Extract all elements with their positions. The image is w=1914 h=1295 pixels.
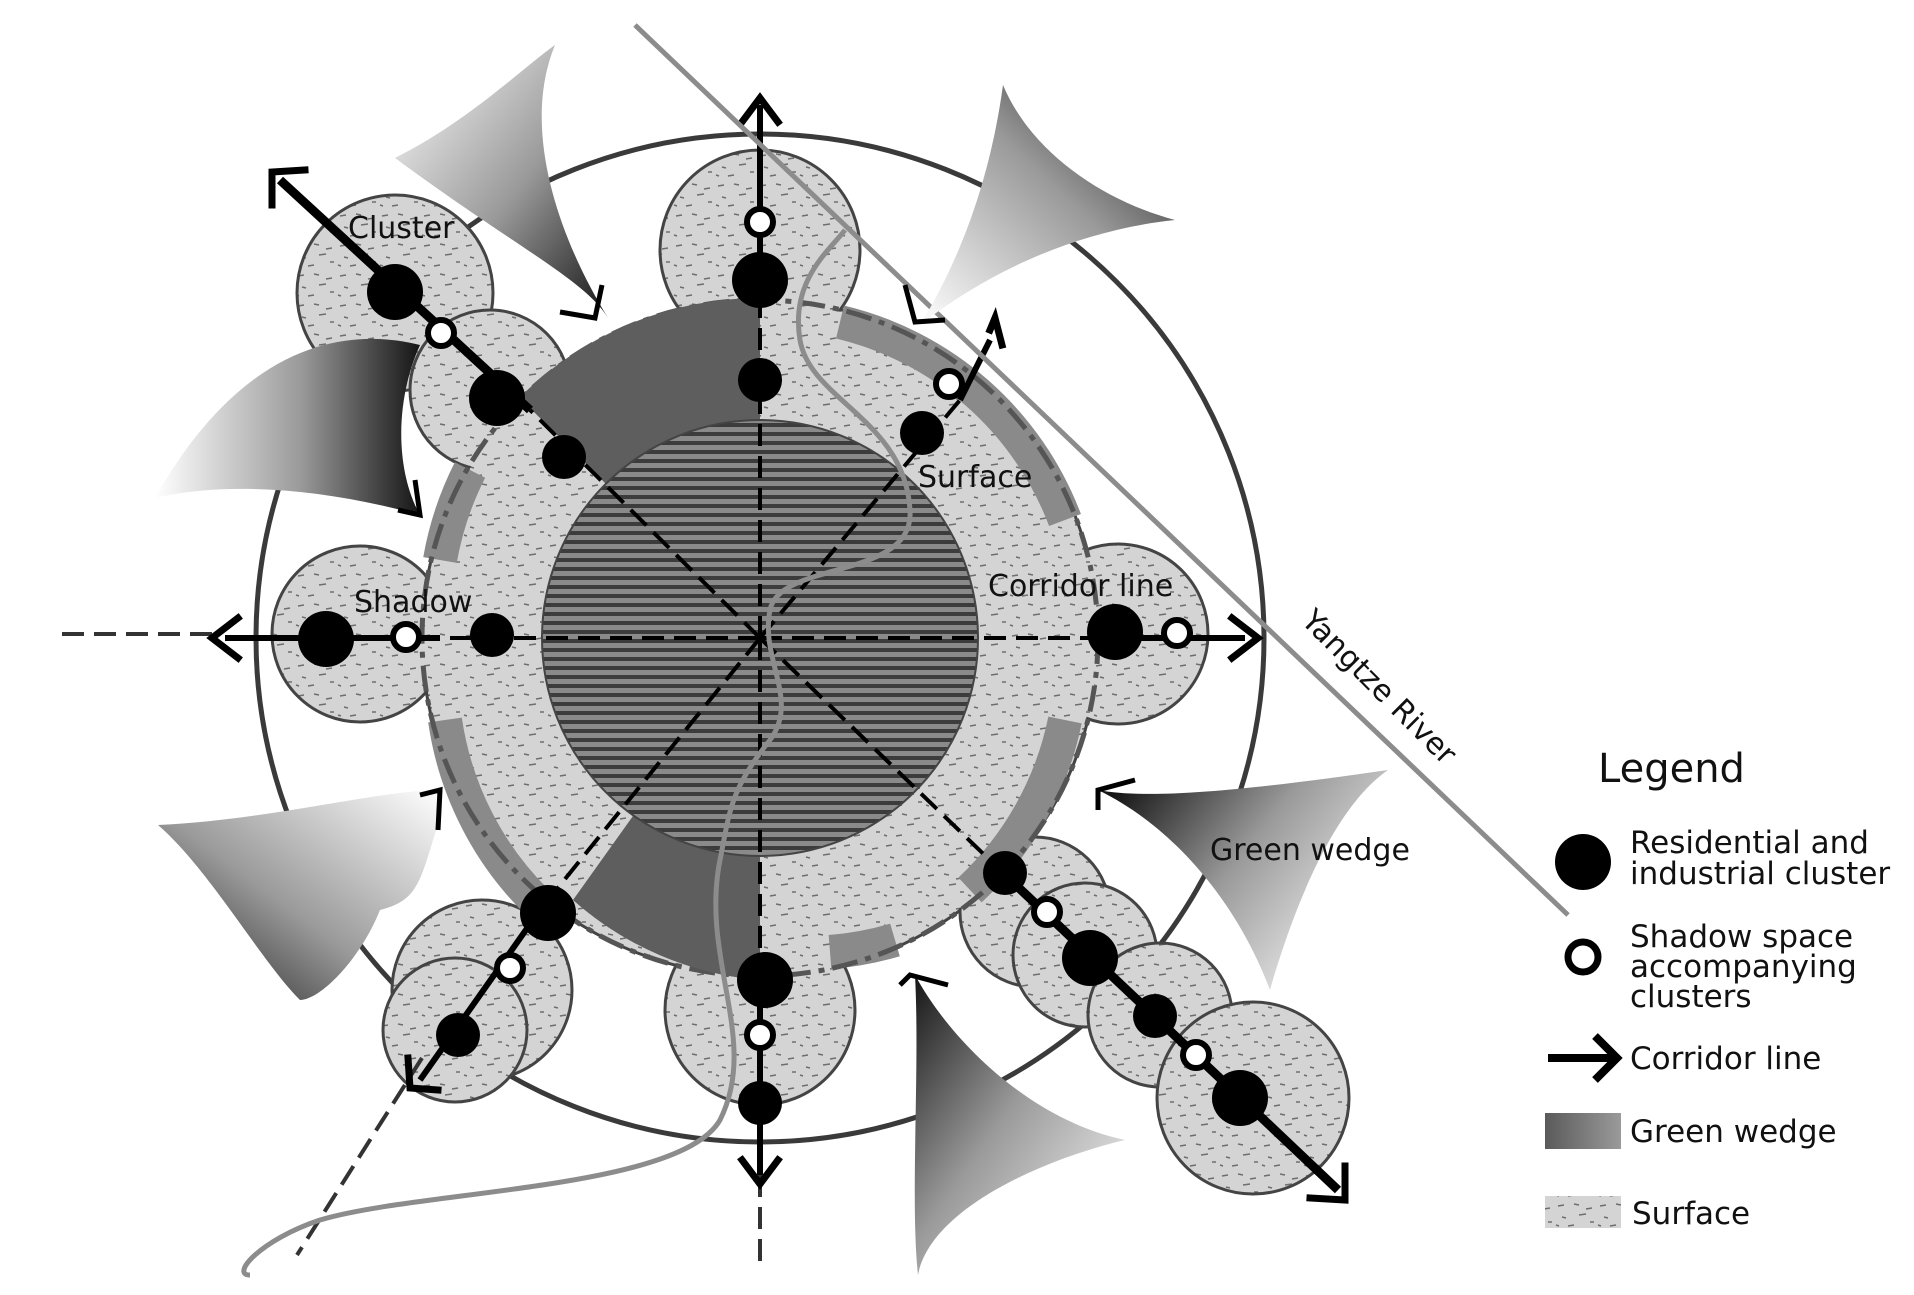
cluster-dot (738, 1081, 782, 1125)
shadow-dot (1031, 896, 1063, 928)
cluster-dot (732, 252, 788, 308)
cluster-dot (470, 613, 514, 657)
label-cluster: Cluster (348, 211, 455, 246)
legend-item-label: industrial cluster (1630, 856, 1890, 892)
legend-title: Legend (1598, 746, 1745, 792)
cluster-dot (1087, 604, 1143, 660)
cluster-dot (738, 358, 782, 402)
shadow-dot (1180, 1039, 1212, 1071)
cluster-dot (298, 611, 354, 667)
shadow-dot (744, 1019, 776, 1051)
cluster-dot (367, 264, 423, 320)
legend-item-label: Residential and (1630, 825, 1869, 861)
legend-open-circle-icon (1564, 938, 1602, 976)
cluster-dot (900, 411, 944, 455)
legend-item-label: accompanying (1630, 949, 1857, 985)
cluster-dot (737, 952, 793, 1008)
shadow-dot (494, 952, 526, 984)
label-green-wedge: Green wedge (1210, 833, 1410, 868)
shadow-dot (933, 368, 965, 400)
wedge-tip-arrows (397, 284, 1136, 988)
corridor-arrowheads (206, 92, 1349, 1204)
shadow-dot (1161, 617, 1193, 649)
legend-grey-swatch-icon (1545, 1113, 1621, 1149)
legend-item-label: Corridor line (1630, 1041, 1821, 1077)
legend: Legend Residential and industrial cluste… (1545, 746, 1890, 1232)
legend-arrow-icon (1548, 1033, 1623, 1083)
cluster-dot (1133, 994, 1177, 1038)
residential-clusters (298, 252, 1268, 1126)
shadow-dot (425, 317, 457, 349)
cluster-dot (1212, 1070, 1268, 1126)
shadow-dot (390, 621, 422, 653)
green-wedges (155, 45, 1388, 1275)
label-shadow: Shadow (354, 585, 472, 620)
cluster-dot (542, 435, 586, 479)
legend-speckled-swatch-icon (1545, 1196, 1621, 1228)
legend-item-label: Shadow space (1630, 919, 1853, 955)
legend-item-label: Surface (1632, 1196, 1750, 1232)
label-surface: Surface (918, 460, 1032, 495)
cluster-dot (1062, 930, 1118, 986)
cluster-dot (436, 1013, 480, 1057)
cluster-dot (520, 885, 576, 941)
label-river: Yangtze River (1294, 602, 1464, 772)
river-line (633, 23, 1570, 917)
label-corridor-line: Corridor line (988, 569, 1173, 604)
cluster-dot (983, 851, 1027, 895)
winding-line (241, 228, 913, 1278)
legend-filled-circle-icon (1555, 834, 1611, 890)
shadow-dot (744, 206, 776, 238)
legend-item-label: clusters (1630, 979, 1752, 1015)
cluster-dot (469, 370, 525, 426)
legend-item-label: Green wedge (1630, 1114, 1837, 1150)
shadow-spaces (390, 206, 1212, 1071)
inner-axes (440, 300, 1090, 985)
